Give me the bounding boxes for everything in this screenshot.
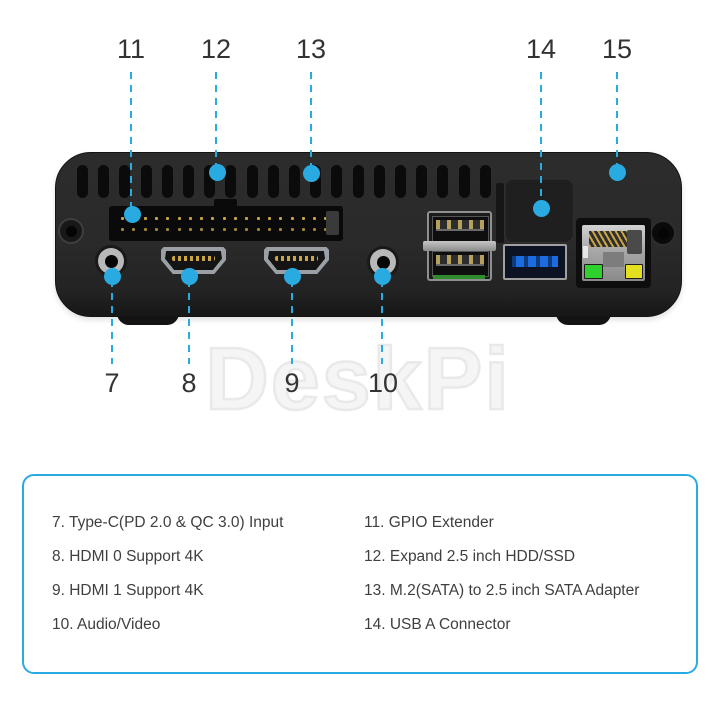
usb-a-connector-side <box>496 183 504 243</box>
callout-line-11 <box>130 72 132 212</box>
callout-dot-12 <box>209 164 226 181</box>
pcb-strip <box>433 275 485 279</box>
callout-dot-8 <box>181 268 198 285</box>
hdmi-gold-pins <box>275 256 318 261</box>
gpio-notch <box>214 199 237 207</box>
callout-number-11: 11 <box>116 34 146 64</box>
callout-dot-15 <box>609 164 626 181</box>
callout-dot-14 <box>533 200 550 217</box>
gpio-end-block <box>326 211 339 235</box>
ethernet-latch <box>603 252 624 267</box>
legend-item-13: 13. M.2(SATA) to 2.5 inch SATA Adapter <box>364 582 640 599</box>
port-15-ethernet <box>576 218 651 288</box>
screw-left <box>58 218 84 244</box>
hdmi-gold-pins <box>172 256 215 261</box>
usb3-port <box>503 244 567 280</box>
legend-item-9: 9. HDMI 1 Support 4K <box>52 582 204 599</box>
callout-number-15: 15 <box>601 34 633 64</box>
callout-line-12 <box>215 72 217 170</box>
legend-item-10: 10. Audio/Video <box>52 616 161 633</box>
port-14-usb-a-connector <box>504 178 574 243</box>
callout-line-9 <box>291 280 293 364</box>
legend-box: 7. Type-C(PD 2.0 & QC 3.0) Input 8. HDMI… <box>22 474 698 674</box>
callout-dot-11 <box>124 206 141 223</box>
callout-line-13 <box>310 72 312 171</box>
callout-line-7 <box>111 280 113 364</box>
mini-pc-rear-panel <box>55 152 682 317</box>
screw-right <box>650 220 676 246</box>
legend-item-14: 14. USB A Connector <box>364 616 511 633</box>
callout-line-14 <box>540 72 542 206</box>
ethernet-led-green <box>584 264 603 279</box>
ethernet-led-yellow <box>625 264 643 279</box>
callout-number-8: 8 <box>181 368 197 398</box>
callout-number-9: 9 <box>284 368 300 398</box>
usb2-port-stack <box>423 211 496 281</box>
callout-dot-13 <box>303 165 320 182</box>
callout-number-7: 7 <box>104 368 120 398</box>
callout-line-10 <box>381 280 383 364</box>
usb2-port-top <box>432 216 489 242</box>
usb2-divider <box>423 241 496 251</box>
ethernet-gold-pins <box>589 231 631 247</box>
legend-item-8: 8. HDMI 0 Support 4K <box>52 548 204 565</box>
usb2-port-bottom <box>432 251 489 277</box>
gpio-header-port <box>109 199 343 241</box>
callout-line-15 <box>616 72 618 170</box>
port-8-hdmi-0 <box>161 247 226 274</box>
usb3-blue-tongue <box>512 256 558 267</box>
callout-dot-10 <box>374 268 391 285</box>
callout-line-8 <box>188 280 190 364</box>
watermark-text: DeskPi <box>204 328 511 430</box>
callout-dot-7 <box>104 268 121 285</box>
callout-dot-9 <box>284 268 301 285</box>
legend-item-7: 7. Type-C(PD 2.0 & QC 3.0) Input <box>52 514 284 531</box>
callout-number-12: 12 <box>200 34 232 64</box>
legend-item-12: 12. Expand 2.5 inch HDD/SSD <box>364 548 576 565</box>
callout-number-13: 13 <box>295 34 327 64</box>
legend-item-11: 11. GPIO Extender <box>364 514 494 531</box>
callout-number-10: 10 <box>367 368 399 398</box>
callout-number-14: 14 <box>525 34 557 64</box>
